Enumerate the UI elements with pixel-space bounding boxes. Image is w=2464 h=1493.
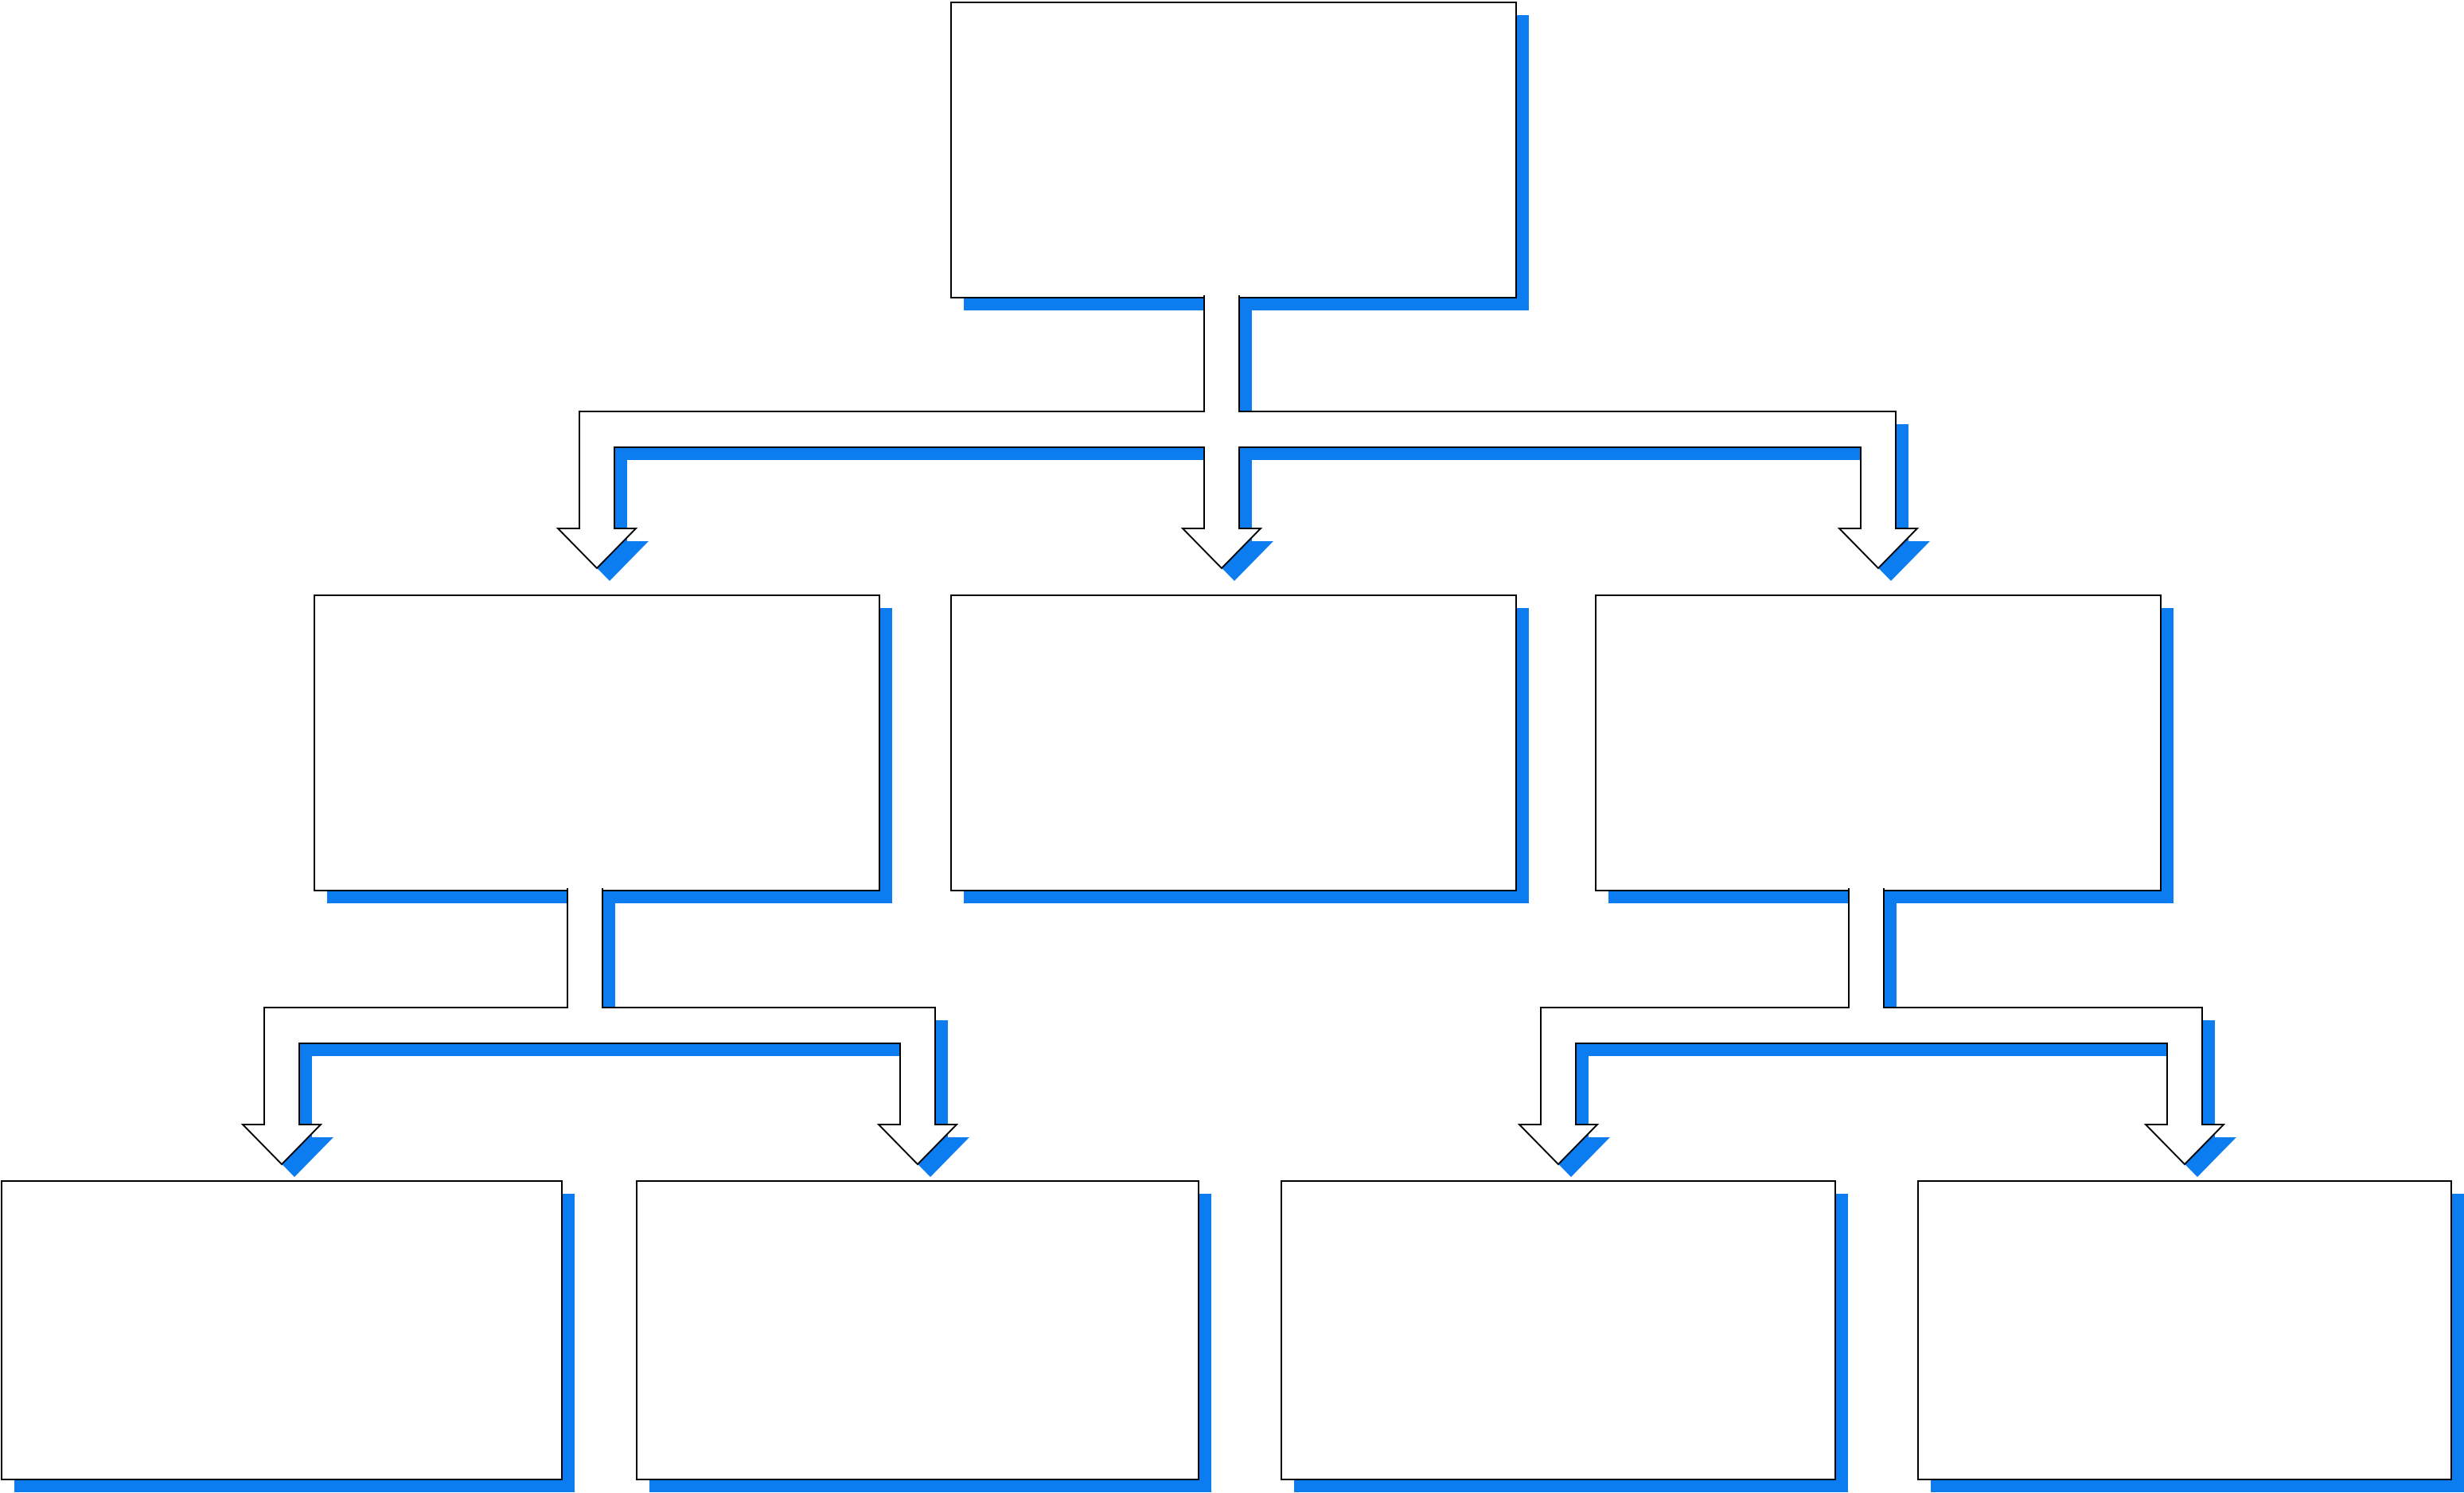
- connector-arrows-root: [556, 295, 1920, 570]
- node-branch-left: [314, 594, 880, 891]
- node-branch-right: [1595, 594, 2162, 891]
- node-leaf-2: [636, 1180, 1199, 1480]
- connector-arrows-branch-right: [1517, 888, 2226, 1166]
- node-leaf-3: [1281, 1180, 1836, 1480]
- node-leaf-4: [1917, 1180, 2452, 1480]
- connector-arrows-branch-left: [240, 888, 959, 1166]
- connector-fill-branch-left: [243, 888, 957, 1164]
- connector-layer: [240, 295, 2226, 1166]
- node-root: [950, 2, 1517, 298]
- connector-fill-root: [558, 295, 1917, 568]
- node-branch-middle: [950, 594, 1517, 891]
- connector-fill-branch-right: [1519, 888, 2224, 1164]
- node-leaf-1: [1, 1180, 563, 1480]
